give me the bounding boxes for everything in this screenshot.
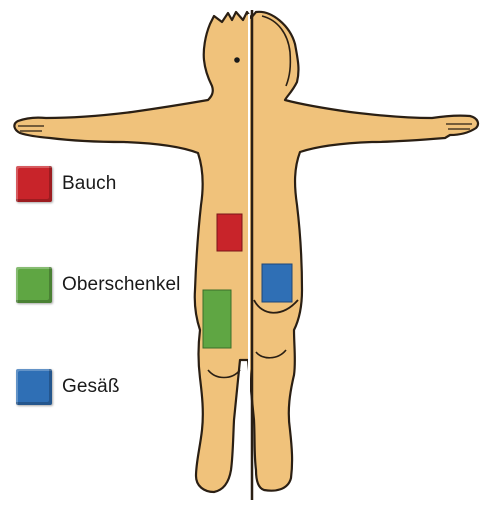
site-marker-gesaess — [262, 264, 292, 302]
legend-label-bauch: Bauch — [62, 173, 116, 195]
legend-item-bauch: Bauch — [16, 163, 116, 205]
site-marker-oberschenkel — [203, 290, 231, 348]
body-silhouette — [14, 12, 478, 492]
swatch-gesaess — [16, 369, 52, 405]
eye — [234, 57, 240, 63]
legend-item-gesaess: Gesäß — [16, 366, 120, 408]
swatch-oberschenkel — [16, 267, 52, 303]
site-marker-bauch — [217, 214, 242, 251]
legend-item-oberschenkel: Oberschenkel — [16, 264, 180, 306]
swatch-bauch — [16, 166, 52, 202]
legend-label-gesaess: Gesäß — [62, 376, 120, 398]
legend-label-oberschenkel: Oberschenkel — [62, 274, 180, 296]
